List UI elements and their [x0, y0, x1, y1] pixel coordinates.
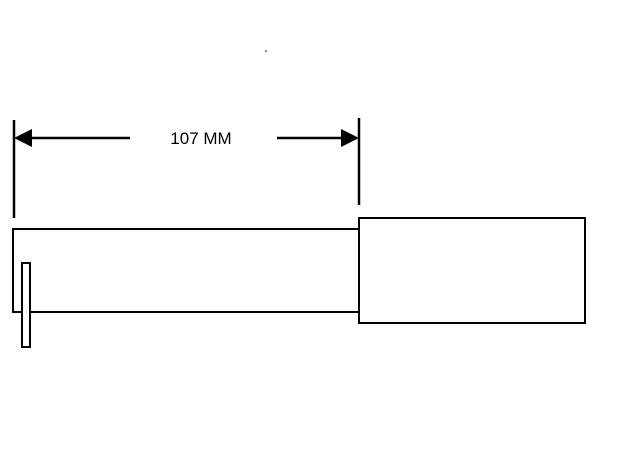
arrowhead-left [14, 129, 32, 147]
speck-mark [265, 50, 267, 52]
arrowhead-right [341, 129, 359, 147]
dimension-label: 107 MM [170, 129, 231, 148]
shaft-body [12, 228, 360, 313]
sleeve-body [358, 217, 586, 324]
end-flange [21, 262, 31, 348]
